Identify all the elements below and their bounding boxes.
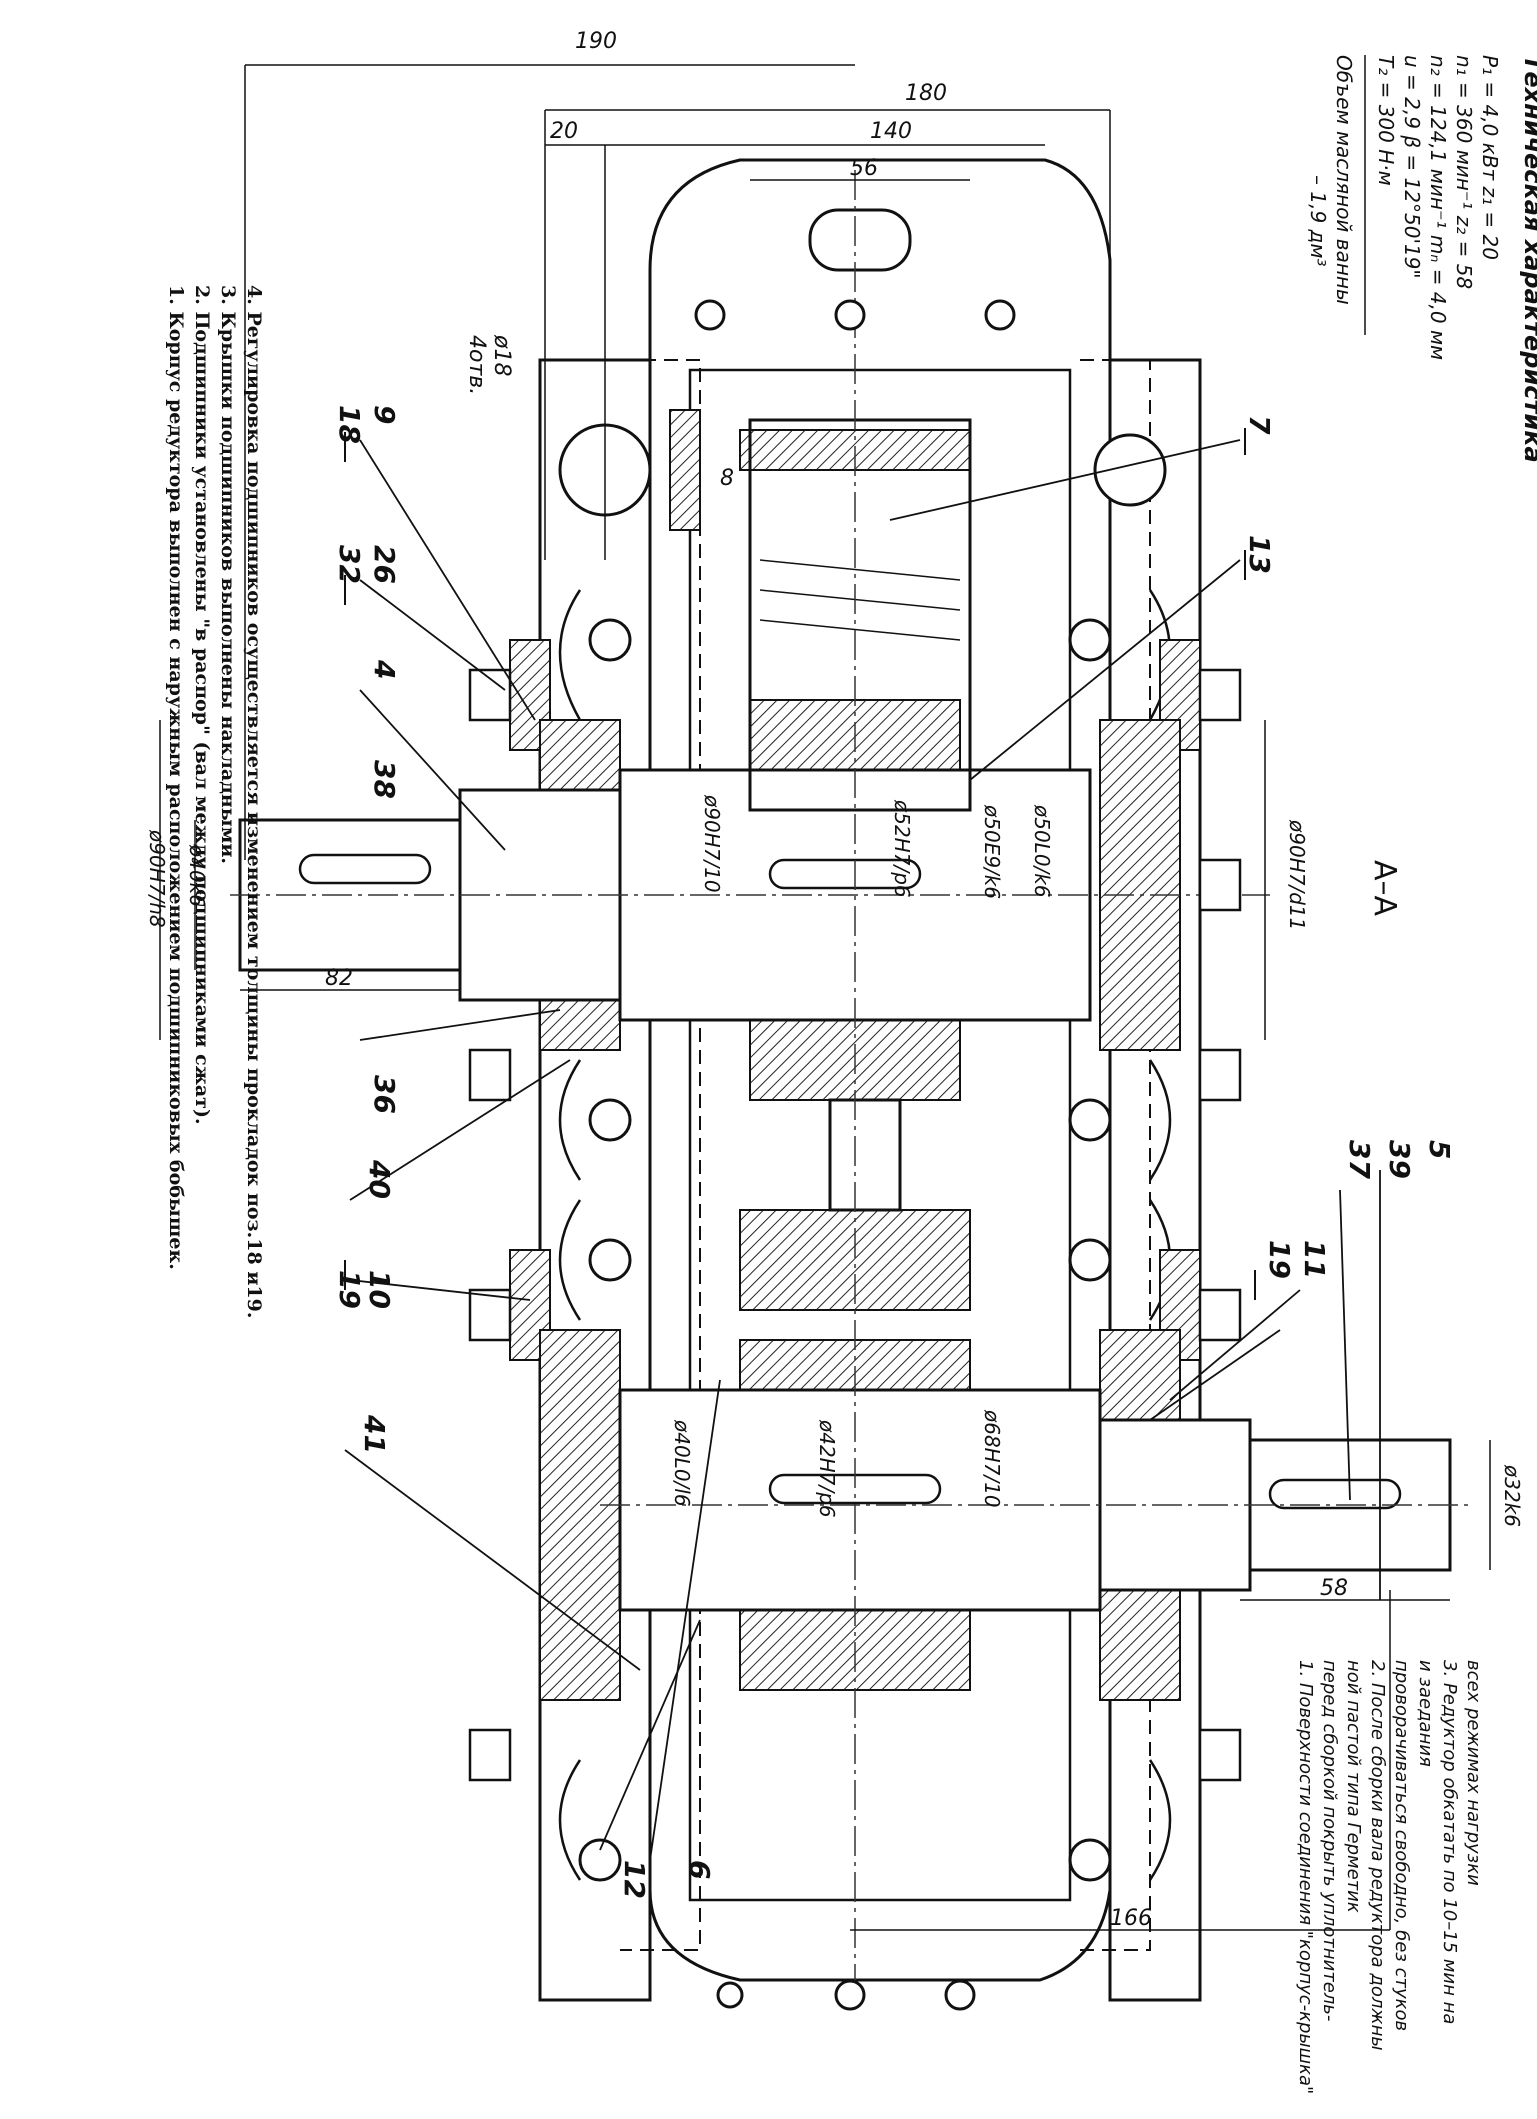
hole-count: 4отв.	[464, 335, 489, 395]
note-line: 4. Регулировка подшипников осуществляетс…	[243, 285, 265, 1318]
pos-12: 12	[618, 1860, 651, 1899]
fit-label: ø90H7/10	[700, 794, 724, 893]
leader-lines	[344, 439, 1381, 1861]
dimension-texts: 190 180 20 140 56 8 82 58 166 ø18 4отв.	[325, 29, 1348, 1931]
dim-190: 190	[575, 29, 617, 54]
assembly-note-line: 2. После сборки вала редуктора должны	[1367, 1660, 1388, 2051]
pos-19-right: 19	[1263, 1240, 1296, 1279]
dim-180: 180	[905, 81, 947, 106]
pos-40: 40	[363, 1159, 396, 1199]
pos-41: 41	[358, 1414, 391, 1454]
hatched-sections	[509, 409, 1201, 1701]
pos-36: 36	[368, 1075, 401, 1114]
fit-label: ø42H7/p6	[815, 1419, 839, 1518]
fit-label: ø68H7/10	[980, 1409, 1004, 1508]
position-numbers: 7 13 9 18 26 32 4 38 36 40 10 19 41 5 39…	[333, 405, 1456, 1899]
fit-label: ø40k6	[185, 844, 209, 907]
pos-7: 7	[1243, 415, 1276, 435]
note-line: 1. Корпус редуктора выполнен с наружным …	[165, 285, 187, 1270]
fit-label: ø52H7/p6	[890, 799, 914, 898]
pos-11: 11	[1298, 1240, 1331, 1279]
pos-13: 13	[1243, 535, 1276, 574]
pos-4: 4	[368, 659, 401, 679]
notes-right: 1. Поверхности соединения "корпус-крышка…	[1295, 1660, 1484, 2094]
tech-title: Техническая характеристика	[1519, 55, 1537, 463]
pos-26: 26	[368, 545, 401, 584]
gear-wheel	[748, 418, 972, 1212]
pos-6: 6	[683, 1860, 716, 1879]
dim-56: 56	[850, 156, 878, 181]
fit-label: ø50E9/k6	[980, 804, 1004, 899]
dim-58: 58	[1320, 1576, 1348, 1601]
pos-32: 32	[333, 545, 366, 584]
dim-166: 166	[1110, 1906, 1152, 1931]
pos-38: 38	[368, 760, 401, 799]
tech-line: n₁ = 360 мин⁻¹ z₂ = 58	[1452, 55, 1476, 289]
note-line: 2. Подшипники установлены "в распор" (ва…	[191, 285, 213, 1125]
assembly-note-line: проворачиваться свободно, без стуков	[1391, 1660, 1412, 2031]
pos-37: 37	[1343, 1140, 1376, 1179]
assembly-note-line: ной пастой типа Герметик	[1343, 1660, 1364, 1913]
hole-diameter: ø18	[489, 334, 514, 376]
assembly-note-line: и заедания	[1415, 1660, 1436, 1767]
assembly-note-line: 3. Редуктор обкатать по 10–15 мин на	[1439, 1660, 1460, 2024]
dim-8: 8	[720, 466, 734, 491]
fit-label: ø40L0/l6	[670, 1419, 694, 1507]
bolt-holes	[558, 299, 1167, 2011]
tech-line: u = 2,9 β = 12°50'19"	[1400, 55, 1424, 279]
pos-19: 19	[333, 1270, 366, 1309]
assembly-note-line: всех режимах нагрузки	[1463, 1660, 1484, 1886]
fit-label: ø50L0/k6	[1030, 804, 1054, 898]
dim-140: 140	[870, 119, 912, 144]
oil-volume: Объем масляной ванны	[1332, 55, 1356, 305]
fit-label: ø90H7/d11	[1285, 819, 1309, 930]
section-label: А–А	[1367, 860, 1402, 917]
leader-bars	[344, 428, 1256, 1300]
tech-line: T₂ = 300 Н·м	[1374, 55, 1398, 186]
pos-10: 10	[363, 1270, 396, 1309]
housing	[538, 158, 1202, 2002]
tech-line: P₁ = 4,0 кВт z₁ = 20	[1478, 55, 1502, 260]
notes-left: 1. Корпус редуктора выполнен с наружным …	[165, 285, 265, 1318]
dim-82: 82	[325, 966, 353, 991]
fit-label: ø90H7/h8	[145, 829, 169, 928]
dim-20: 20	[550, 119, 578, 144]
tech-line: n₂ = 124,1 мин⁻¹ mₙ = 4,0 мм	[1426, 55, 1450, 360]
pos-5: 5	[1423, 1140, 1456, 1159]
pos-39: 39	[1383, 1140, 1416, 1179]
centerlines	[230, 170, 1470, 1990]
oil-volume-value: – 1,9 дм³	[1306, 175, 1330, 266]
tech-block: Техническая характеристика P₁ = 4,0 кВт …	[1306, 55, 1537, 463]
assembly-note-line: перед сборкой покрыть уплотнитель-	[1319, 1660, 1340, 2021]
fit-label: ø32k6	[1500, 1464, 1524, 1527]
dimension-lines	[159, 64, 1491, 1931]
bolts	[468, 668, 1242, 1782]
pos-18: 18	[333, 405, 366, 444]
note-line: 3. Крышки подшипников выполнены накладны…	[217, 285, 239, 864]
pos-9: 9	[368, 405, 401, 424]
fit-labels: ø90H7/h8 ø40k6 ø90H7/10 ø52H7/p6 ø50E9/k…	[145, 794, 1524, 1527]
assembly-note-line: 1. Поверхности соединения "корпус-крышка…	[1295, 1660, 1316, 2094]
